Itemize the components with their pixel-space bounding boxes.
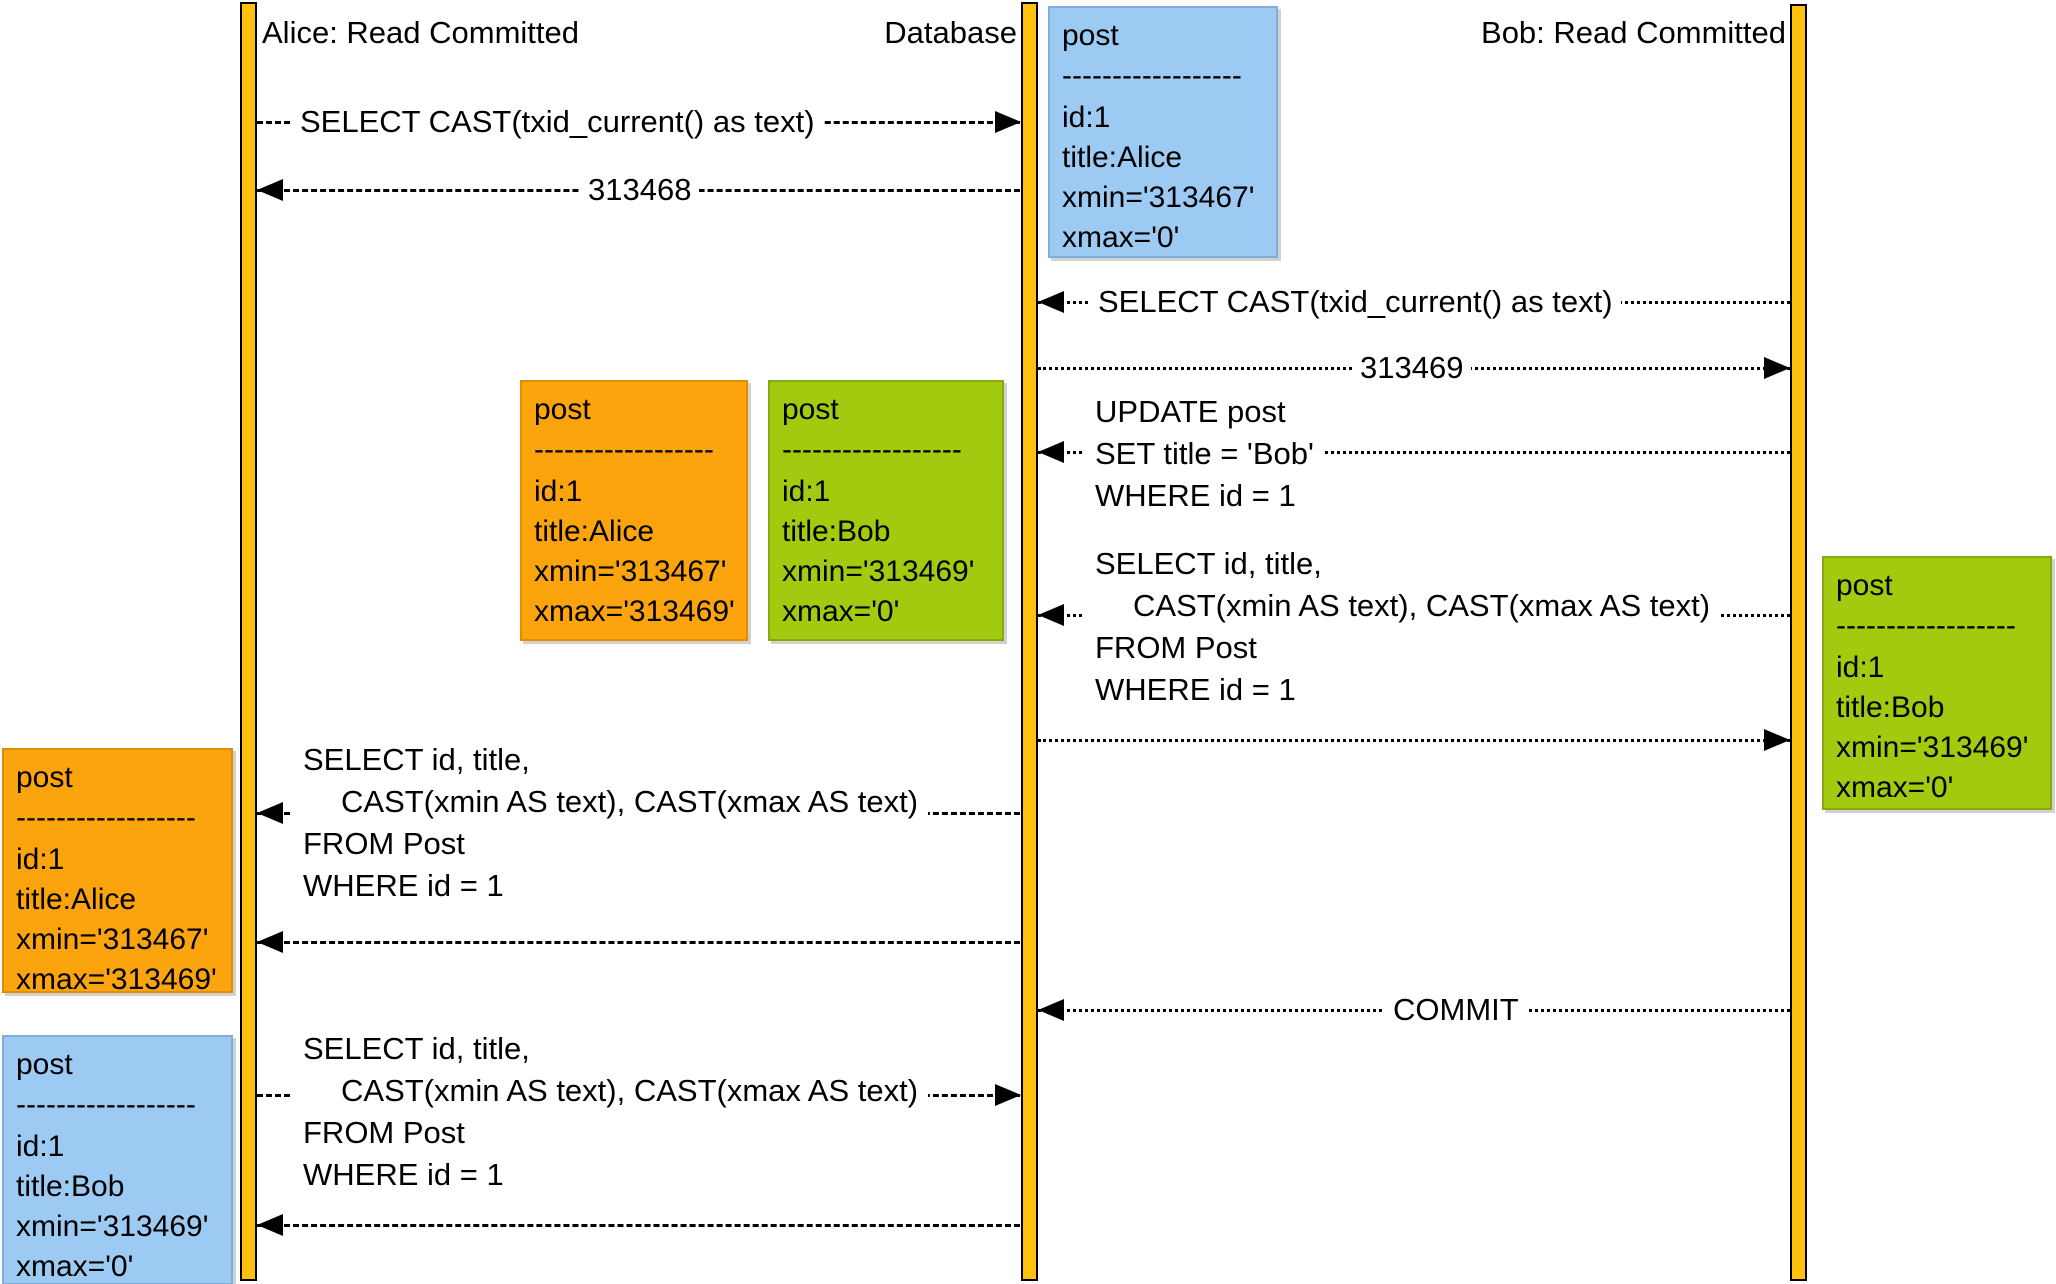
participant-label-bob: Bob: Read Committed <box>1481 15 1786 50</box>
arrowhead-left-icon <box>257 1214 283 1236</box>
sql-line: FROM Post <box>303 1115 465 1150</box>
arrowhead-left-icon <box>257 931 283 953</box>
note-table-name: post <box>16 761 73 794</box>
arrowhead-right-icon <box>1764 729 1790 751</box>
arrowhead-left-icon <box>1038 441 1064 463</box>
alice-select-before-commit-text: SELECT id, title, CAST(xmin AS text), CA… <box>293 739 929 907</box>
sql-line: FROM Post <box>1095 630 1257 665</box>
alice-select-after-commit-text: SELECT id, title, CAST(xmin AS text), CA… <box>293 1028 929 1196</box>
sql-line: WHERE id = 1 <box>303 868 504 903</box>
bob-update-text: UPDATE post SET title = 'Bob' WHERE id =… <box>1085 391 1324 517</box>
arrowhead-right-icon <box>1764 357 1790 379</box>
note-field: xmin='313467' <box>16 923 209 956</box>
bob-update-line <box>1038 451 1790 454</box>
arrowhead-left-icon <box>257 179 283 201</box>
sql-line: CAST(xmin AS text), CAST(xmax AS text) <box>341 1073 919 1108</box>
note-alice-select-result-1: post ------------------ id:1 title:Alice… <box>2 748 233 993</box>
note-table-name: post <box>16 1048 73 1081</box>
alice-lifeline <box>240 2 257 1281</box>
note-old-row-version: post ------------------ id:1 title:Alice… <box>520 380 748 641</box>
sql-line: SELECT id, title, <box>1095 546 1322 581</box>
note-field: title:Alice <box>1062 141 1183 174</box>
bob-txid-result-text: 313469 <box>1352 348 1472 388</box>
note-field: id:1 <box>534 475 583 508</box>
note-field: xmin='313469' <box>782 555 975 588</box>
arrowhead-left-icon <box>1038 291 1064 313</box>
sql-line: FROM Post <box>303 826 465 861</box>
note-field: title:Alice <box>534 515 655 548</box>
note-field: xmin='313469' <box>1836 731 2029 764</box>
note-field: xmin='313469' <box>16 1210 209 1243</box>
bob-lifeline <box>1790 4 1807 1281</box>
note-db-initial-row: post ------------------ id:1 title:Alice… <box>1048 6 1278 258</box>
sql-line: UPDATE post <box>1095 394 1286 429</box>
note-field: xmax='0' <box>1836 771 1954 804</box>
arrowhead-right-icon <box>995 1084 1021 1106</box>
note-table-name: post <box>1062 19 1119 52</box>
note-field: id:1 <box>1836 651 1885 684</box>
note-separator: ------------------ <box>16 1088 196 1121</box>
bob-select-result-line <box>1038 739 1790 742</box>
participant-label-alice: Alice: Read Committed <box>262 15 580 50</box>
note-separator: ------------------ <box>1836 609 2016 642</box>
note-separator: ------------------ <box>16 801 196 834</box>
arrowhead-right-icon <box>995 111 1021 133</box>
sql-line: SELECT id, title, <box>303 1031 530 1066</box>
alice-txid-result-text: 313468 <box>580 170 700 210</box>
database-lifeline <box>1021 2 1038 1281</box>
bob-select-text: SELECT id, title, CAST(xmin AS text), CA… <box>1085 543 1721 711</box>
note-alice-select-result-2: post ------------------ id:1 title:Bob x… <box>2 1035 233 1284</box>
arrowhead-left-icon <box>1038 604 1064 626</box>
note-field: title:Bob <box>782 515 891 548</box>
note-field: id:1 <box>782 475 831 508</box>
note-field: id:1 <box>1062 101 1111 134</box>
note-table-name: post <box>782 393 839 426</box>
note-table-name: post <box>1836 569 1893 602</box>
arrowhead-left-icon <box>257 802 283 824</box>
note-separator: ------------------ <box>782 433 962 466</box>
note-field: title:Bob <box>1836 691 1945 724</box>
note-separator: ------------------ <box>1062 59 1242 92</box>
sql-line: SELECT id, title, <box>303 742 530 777</box>
sql-line: WHERE id = 1 <box>303 1157 504 1192</box>
note-field: xmax='313469' <box>534 595 735 628</box>
sql-line: CAST(xmin AS text), CAST(xmax AS text) <box>1133 588 1711 623</box>
sql-line: WHERE id = 1 <box>1095 672 1296 707</box>
note-field: xmin='313467' <box>1062 181 1255 214</box>
note-field: xmax='313469' <box>16 963 217 993</box>
sql-line: CAST(xmin AS text), CAST(xmax AS text) <box>341 784 919 819</box>
participant-label-database: Database <box>884 15 1017 50</box>
note-field: xmax='0' <box>1062 221 1180 254</box>
alice-txid-query-text: SELECT CAST(txid_current() as text) <box>292 102 823 142</box>
note-field: title:Alice <box>16 883 137 916</box>
note-field: xmax='0' <box>782 595 900 628</box>
note-field: id:1 <box>16 1130 65 1163</box>
note-field: xmax='0' <box>16 1250 134 1283</box>
arrowhead-left-icon <box>1038 999 1064 1021</box>
alice-select-result-line-2 <box>257 1224 1020 1227</box>
note-field: title:Bob <box>16 1170 125 1203</box>
sql-line: SET title = 'Bob' <box>1095 436 1314 471</box>
alice-select-result-line-1 <box>257 941 1020 944</box>
note-field: id:1 <box>16 843 65 876</box>
note-new-row-version: post ------------------ id:1 title:Bob x… <box>768 380 1004 641</box>
note-separator: ------------------ <box>534 433 714 466</box>
note-field: xmin='313467' <box>534 555 727 588</box>
sql-line: WHERE id = 1 <box>1095 478 1296 513</box>
bob-txid-query-text: SELECT CAST(txid_current() as text) <box>1090 282 1621 322</box>
note-table-name: post <box>534 393 591 426</box>
note-bob-select-result: post ------------------ id:1 title:Bob x… <box>1822 556 2052 810</box>
bob-commit-text: COMMIT <box>1385 990 1527 1030</box>
